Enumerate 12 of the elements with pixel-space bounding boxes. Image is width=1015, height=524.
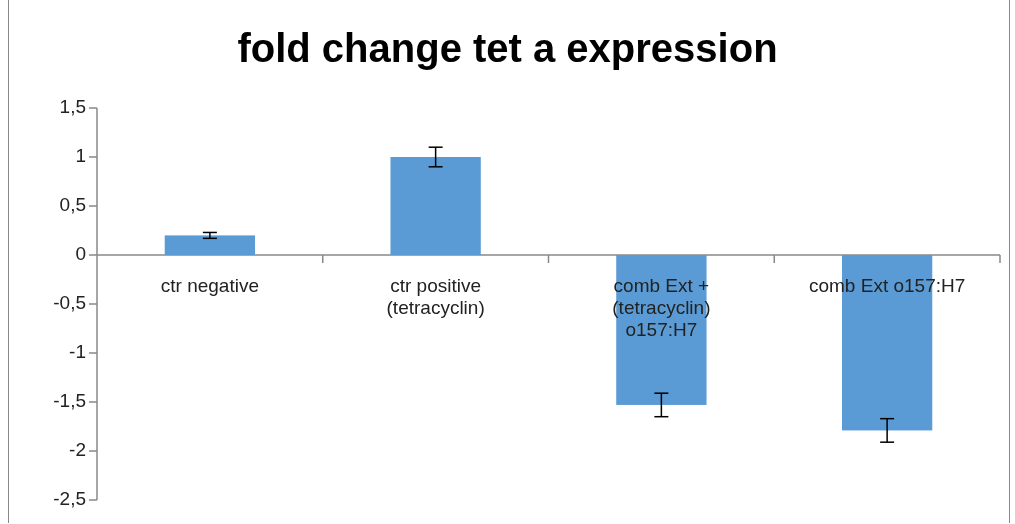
axis-tick-label: 1,5 bbox=[58, 96, 86, 118]
axis-tick-label: 1 bbox=[74, 145, 86, 167]
axis-tick-label: -0,5 bbox=[52, 292, 86, 314]
category-label: ctr negative bbox=[159, 275, 260, 297]
axis-tick-label: -1,5 bbox=[52, 390, 86, 412]
axis-tick-label: 0,5 bbox=[58, 194, 86, 216]
category-label: ctr positive (tetracyclin) bbox=[385, 275, 486, 319]
axis-tick-label: -1 bbox=[68, 341, 86, 363]
axis-tick-label: -2 bbox=[68, 439, 86, 461]
axis-tick-label: -2,5 bbox=[52, 488, 86, 510]
chart-title: fold change tet a expression bbox=[236, 26, 779, 71]
axis-tick-label: 0 bbox=[74, 243, 86, 265]
